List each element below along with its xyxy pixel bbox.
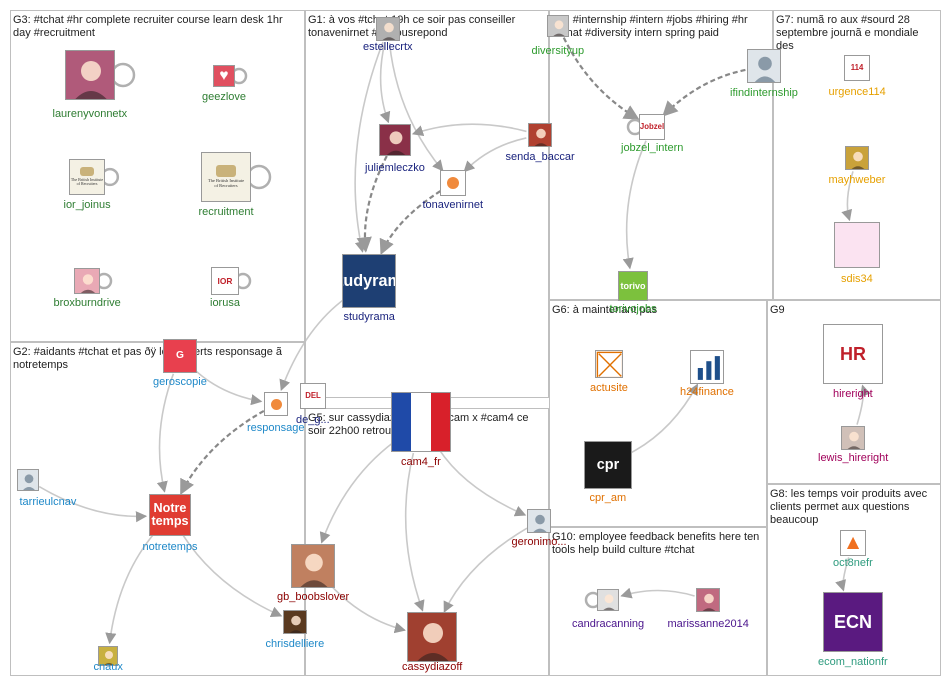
person-photo-icon [597,589,619,611]
node-label-studyrama: studyrama [343,311,395,323]
group-box-g2 [10,342,305,676]
group-label-g8: G8: les temps voir produits avec clients… [770,488,928,526]
ribbon-logo-icon [834,222,880,268]
node-label-cassydiazoff: cassydiazoff [402,661,463,673]
person-photo-icon [291,544,335,588]
default-avatar-icon [17,469,39,491]
node-label-geroscopie: geroscopie [153,376,207,388]
torivo-logo-icon: torivo [618,271,648,301]
chart-logo-icon [690,350,724,384]
person-photo-icon [845,146,869,170]
responsage-logo-icon [264,392,288,416]
jobzel-logo-icon: Jobzel [639,114,665,140]
node-label-torivojobs: torivojobs [609,303,657,315]
emergency-114-icon: 114 [844,55,870,81]
cpr-logo-icon: cpr [584,441,632,489]
group-label-g10: G10: employee feedback benefits here ten… [552,531,760,556]
notretemps-logo-icon: Notre temps [149,494,191,536]
node-label-iorusa: iorusa [210,297,240,309]
ecn-logo-icon: ECN [823,592,883,652]
group-box-g3 [10,10,305,342]
node-label-geezlove: geezlove [202,91,247,103]
node-label-mayhweber: mayhweber [828,174,886,186]
node-label-responsage: responsage [247,422,305,434]
node-label-actusite: actusite [590,382,628,394]
group-label-g4: G4: #internship #intern #jobs #hiring #h… [552,14,748,39]
broken-image-icon [595,350,623,378]
person-photo-icon [841,426,865,450]
node-label-sdis34: sdis34 [841,273,873,285]
group-label-g1: G1: à vos #tchat 19h ce soir pas conseil… [308,14,516,39]
person-photo-icon [283,610,307,634]
brand-logo-icon [440,170,466,196]
node-label-cam4_fr: cam4_fr [401,456,441,468]
node-label-h24finance: h24finance [680,386,734,398]
node-label-marissanne2014: marissanne2014 [667,618,749,630]
heart-icon: ♥ [213,65,235,87]
node-label-lewis_hireright: lewis_hireright [818,452,889,464]
person-photo-icon [98,646,118,666]
node-label-hireright: hireright [833,388,873,400]
default-avatar-icon [527,509,551,533]
person-photo-icon [376,17,400,41]
ior-logo-icon: IOR [211,267,239,295]
node-label-cnaux: cnaux [93,661,123,673]
node-label-senda_baccar: senda_baccar [505,151,575,163]
group-label-g2: G2: #aidants #tchat et pas ðÿ les expert… [13,346,283,371]
group-box-g7 [773,10,941,300]
node-label-juliemleczko: juliemleczko [365,162,425,174]
flame-icon: ▲ [840,530,866,556]
node-label-urgence114: urgence114 [828,86,886,98]
node-label-estellecrtx: estellecrtx [363,41,413,53]
node-label-del: de_g... [296,414,330,426]
group-label-g7: G7: numã ro aux #sourd 28 septembre jour… [776,14,919,52]
node-label-jobzel_intern: jobzel_intern [621,142,684,154]
group-label-g6: G6: à maintenant pas [552,304,658,316]
person-photo-icon [407,612,457,662]
flag-icon [391,392,451,452]
node-label-cpr_am: cpr_am [589,492,627,504]
group-label-g9: G9 [770,304,785,316]
group-box-g8 [767,484,941,676]
group-label-g3: G3: #tchat #hr complete recruiter course… [13,14,283,39]
node-label-ior_joinus: ior_joinus [63,199,111,211]
node-label-ifindinternship: ifindinternship [730,87,798,99]
person-photo-icon [528,123,552,147]
node-label-oct8nefr: oct8nefr [833,557,873,569]
node-label-chrisdelliere: chrisdelliere [265,638,325,650]
person-photo-icon [65,50,115,100]
group-box-g4 [549,10,773,300]
node-label-broxburndrive: broxburndrive [53,297,121,309]
node-label-diversityup: diversityup [531,45,585,57]
node-label-laurenyvonnetx: laurenyvonnetx [52,108,128,120]
node-label-candracanning: candracanning [572,618,645,630]
person-photo-icon [696,588,720,612]
node-label-ecom_nationfr: ecom_nationfr [818,656,888,668]
node-label-recruitment: recruitment [198,206,254,218]
studyrama-logo-icon: Studyrama [342,254,396,308]
node-label-notretemps: notretemps [142,541,198,553]
node-label-tonavenirnet: tonavenirnet [422,199,484,211]
node-label-geronimo: geronimo... [511,536,567,548]
geroscopie-logo-icon: G [163,339,197,373]
node-label-gb_boobslover: gb_boobslover [277,591,350,603]
person-photo-icon [74,268,100,294]
person-photo-icon [379,124,411,156]
hr-logo-icon: HR [823,324,883,384]
person-photo-icon [547,15,569,37]
node-label-tarrieulcnav: tarrieulcnav [19,496,77,508]
group-box-g10 [549,527,767,676]
group-box-g9 [767,300,941,484]
group-box-g6 [549,300,767,527]
default-avatar-icon [747,49,781,83]
del-logo-icon: DEL [300,383,326,409]
